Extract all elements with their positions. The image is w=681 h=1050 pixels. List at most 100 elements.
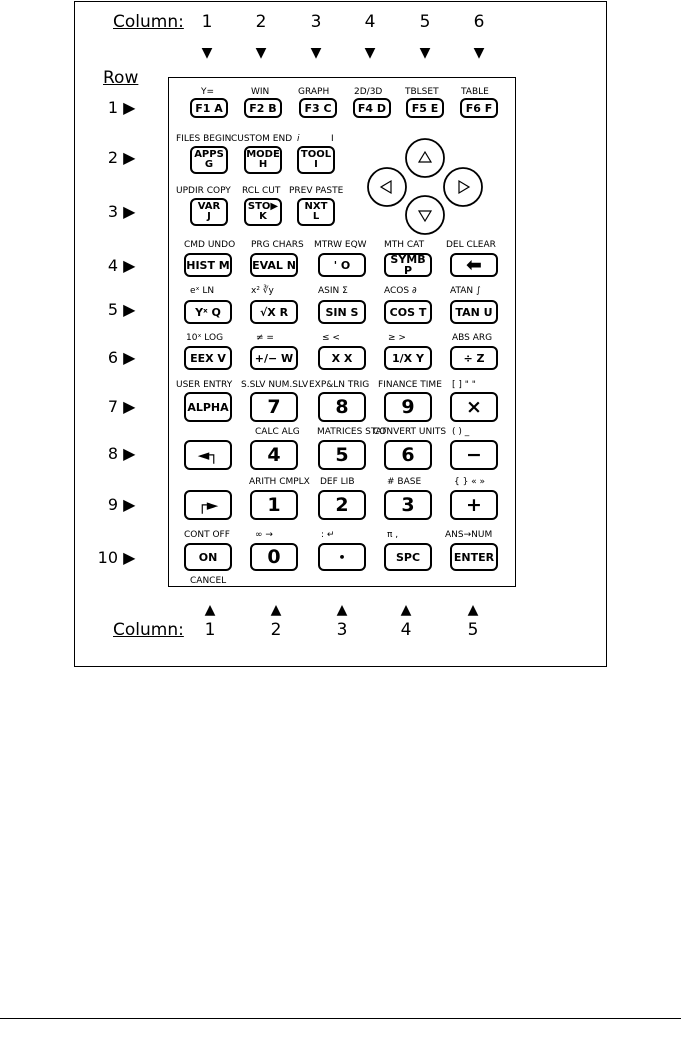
key-label: CMD UNDO	[184, 240, 236, 250]
x-key[interactable]: X X	[318, 346, 366, 370]
symb-key[interactable]: SYMB P	[384, 253, 432, 277]
footer-rule	[0, 1018, 681, 1019]
eight-key[interactable]: 8	[318, 392, 366, 422]
up-arrow-icon: ▲	[400, 602, 412, 618]
row-number-8: 8 ▶	[107, 444, 136, 463]
down-arrow-icon: ▼	[473, 45, 485, 61]
down-arrow-icon: ▼	[310, 45, 322, 61]
dot-key[interactable]: •	[318, 543, 366, 571]
key-label: ∞ →	[255, 530, 273, 540]
three-key[interactable]: 3	[384, 490, 432, 520]
seven-key[interactable]: 7	[250, 392, 298, 422]
tan-key[interactable]: TAN U	[450, 300, 498, 324]
alpha-key[interactable]: ALPHA	[184, 392, 232, 422]
nine-key[interactable]: 9	[384, 392, 432, 422]
up-arrow-icon: ▲	[336, 602, 348, 618]
power-key[interactable]: Yˣ Q	[184, 300, 232, 324]
down-arrow-icon: ▼	[255, 45, 267, 61]
key-label: MTRW EQW	[314, 240, 367, 250]
eex-key[interactable]: EEX V	[184, 346, 232, 370]
enter-key[interactable]: ENTER	[450, 543, 498, 571]
right-arrow-icon: ▶	[123, 148, 136, 167]
key-label: FINANCE TIME	[378, 380, 442, 390]
right-shift-key[interactable]: ┌►	[184, 490, 232, 520]
four-key[interactable]: 4	[250, 440, 298, 470]
column-number: 5	[419, 12, 431, 32]
key-label: : ↵	[321, 530, 335, 540]
key-label: i	[297, 134, 300, 144]
one-key[interactable]: 1	[250, 490, 298, 520]
key-label: ≠ =	[256, 333, 274, 343]
f6-key[interactable]: F6 F	[460, 98, 498, 118]
space-key[interactable]: SPC	[384, 543, 432, 571]
column-number: 2	[255, 12, 267, 32]
key-label: 2D/3D	[354, 87, 383, 97]
six-key[interactable]: 6	[384, 440, 432, 470]
plus-key[interactable]: +	[450, 490, 498, 520]
key-label: eˣ LN	[190, 286, 215, 296]
key-label: CONT OFF	[184, 530, 230, 540]
cancel-label: CANCEL	[190, 576, 227, 586]
hist-key[interactable]: HIST M	[184, 253, 232, 277]
key-label: UPDIR COPY	[176, 186, 231, 196]
key-label: S.SLV NUM.SLV	[241, 380, 309, 390]
left-shift-key[interactable]: ◄┐	[184, 440, 232, 470]
key-label: CUSTOM END	[231, 134, 293, 144]
key-label: ASIN Σ	[318, 286, 348, 296]
key-label: MTH CAT	[384, 240, 425, 250]
key-label: FILES BEGIN	[176, 134, 232, 144]
key-label: DEF LIB	[320, 477, 355, 487]
column-number: 3	[310, 12, 322, 32]
left-arrow-key	[367, 167, 407, 207]
minus-key[interactable]: −	[450, 440, 498, 470]
key-label: TABLE	[461, 87, 489, 97]
f5-key[interactable]: F5 E	[406, 98, 444, 118]
up-triangle-icon	[417, 150, 433, 163]
key-label: USER ENTRY	[176, 380, 233, 390]
down-arrow-icon: ▼	[419, 45, 431, 61]
column-number: 3	[336, 620, 348, 640]
column-number: 2	[270, 620, 282, 640]
key-label: [ ] " "	[452, 380, 476, 390]
right-arrow-icon: ▶	[123, 444, 136, 463]
column-label-bottom: Column:	[113, 620, 184, 640]
inverse-key[interactable]: 1/X Y	[384, 346, 432, 370]
key-label: I	[331, 134, 334, 144]
right-arrow-icon: ▶	[123, 256, 136, 275]
five-key[interactable]: 5	[318, 440, 366, 470]
down-arrow-icon: ▼	[201, 45, 213, 61]
f4-key[interactable]: F4 D	[353, 98, 391, 118]
sto-key[interactable]: STO▶K	[244, 198, 282, 226]
row-number-2: 2 ▶	[107, 148, 136, 167]
on-key[interactable]: ON	[184, 543, 232, 571]
key-label: PRG CHARS	[251, 240, 304, 250]
f2-key[interactable]: F2 B	[244, 98, 282, 118]
right-arrow-icon: ▶	[123, 98, 136, 117]
key-label: CONVERT UNITS	[373, 427, 447, 437]
f1-key[interactable]: F1 A	[190, 98, 228, 118]
right-arrow-icon: ▶	[123, 397, 136, 416]
f3-key[interactable]: F3 C	[299, 98, 337, 118]
key-label: EXP&LN TRIG	[309, 380, 370, 390]
arrow-pad[interactable]	[362, 136, 496, 236]
row-number-7: 7 ▶	[107, 397, 136, 416]
key-label: ANS→NUM	[445, 530, 493, 540]
multiply-key[interactable]: ×	[450, 392, 498, 422]
two-key[interactable]: 2	[318, 490, 366, 520]
backspace-key[interactable]: ⬅	[450, 253, 498, 277]
eval-key[interactable]: EVAL N	[250, 253, 298, 277]
sqrt-key[interactable]: √X R	[250, 300, 298, 324]
sin-key[interactable]: SIN S	[318, 300, 366, 324]
cos-key[interactable]: COS T	[384, 300, 432, 324]
divide-key[interactable]: ÷ Z	[450, 346, 498, 370]
plus-minus-key[interactable]: +/− W	[250, 346, 298, 370]
keyboard-panel	[168, 77, 516, 587]
up-arrow-key	[405, 138, 445, 178]
tick-key[interactable]: ' O	[318, 253, 366, 277]
zero-key[interactable]: 0	[250, 543, 298, 571]
